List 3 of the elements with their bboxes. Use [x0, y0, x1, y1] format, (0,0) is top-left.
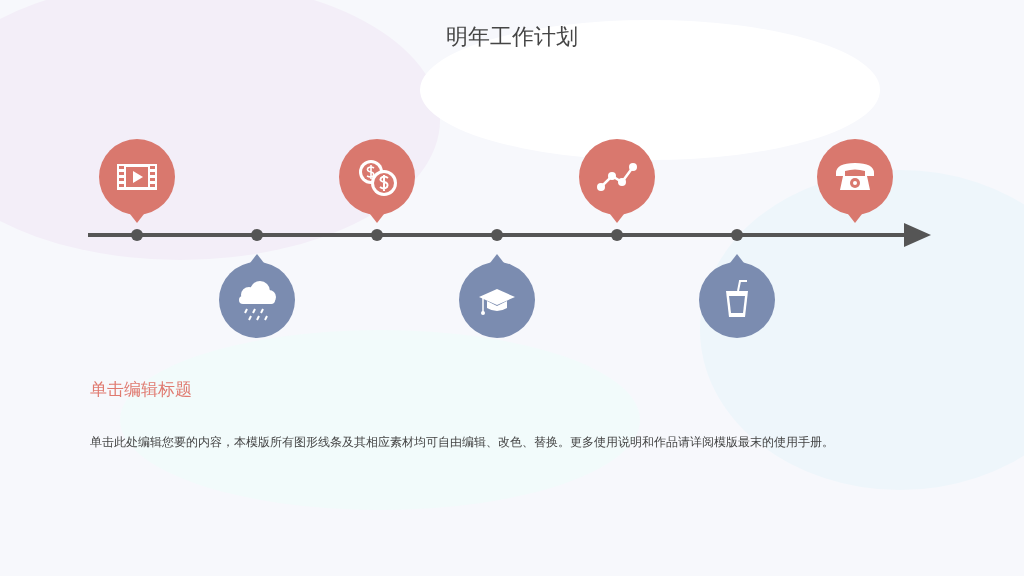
- body-text: 单击此处编辑您要的内容，本模版所有图形线条及其相应素材均可自由编辑、改色、替换。更多使用说明和作品请详阅模版最末的使用手册。: [90, 434, 835, 451]
- slide-title: 明年工作计划: [446, 24, 578, 49]
- section-heading: 单击编辑标题: [90, 378, 192, 401]
